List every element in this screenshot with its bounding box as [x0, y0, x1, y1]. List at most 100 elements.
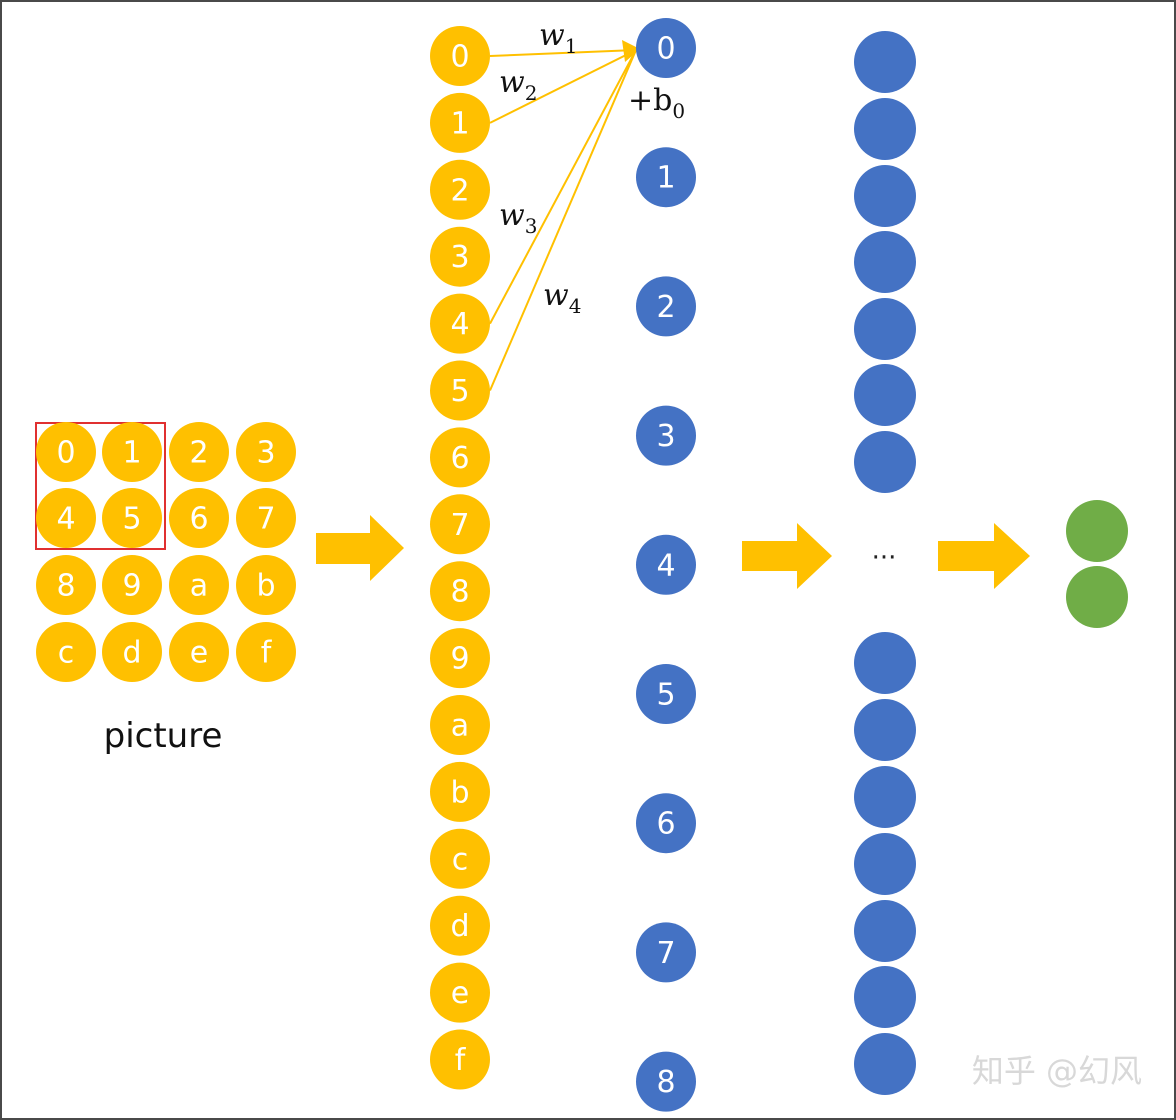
picture-pixel-circle — [236, 622, 296, 682]
input-node: c — [430, 828, 490, 889]
input-node: b — [430, 761, 490, 822]
input-node-circle — [430, 1029, 490, 1090]
input-node-circle — [430, 159, 490, 220]
hidden-node: 5 — [636, 664, 696, 724]
input-node: 7 — [430, 494, 490, 555]
weight-label-w3: w3 — [499, 198, 537, 238]
hidden-node-circle — [636, 405, 696, 466]
output-node — [1066, 500, 1128, 562]
input-node-circle — [430, 761, 490, 822]
picture-pixel-circle — [102, 622, 162, 682]
hidden-node-circle — [636, 793, 696, 854]
hidden-node-label: 1 — [656, 161, 675, 196]
weight-line — [489, 49, 637, 57]
picture-pixel-label: a — [190, 569, 208, 604]
picture-pixel-label: 7 — [256, 502, 275, 537]
hidden-node-label: 5 — [656, 678, 675, 713]
hidden-node-label: 0 — [656, 32, 675, 67]
input-node-label: 8 — [450, 575, 469, 610]
weight-line — [489, 49, 637, 325]
layer2-node — [854, 298, 916, 360]
hidden-node: 3 — [636, 405, 696, 466]
layer2-node — [854, 1033, 916, 1095]
ellipsis: ··· — [872, 543, 897, 573]
input-node-label: f — [455, 1043, 467, 1078]
input-node-circle — [430, 494, 490, 555]
picture-pixel-circle — [36, 622, 96, 682]
picture-pixel: 8 — [36, 555, 96, 615]
picture-pixel-circle — [36, 488, 96, 548]
picture-pixel-circle — [236, 422, 296, 482]
picture-pixel-label: f — [261, 636, 273, 671]
input-node: e — [430, 962, 490, 1023]
input-node-circle — [430, 26, 490, 86]
input-node: 8 — [430, 561, 490, 622]
picture-pixel-label: c — [58, 636, 75, 671]
hidden-node: 7 — [636, 922, 696, 983]
hidden-node: 2 — [636, 276, 696, 337]
layer2-node-circle — [854, 766, 916, 828]
input-node: 3 — [430, 226, 490, 287]
weight-connections — [489, 40, 640, 391]
hidden-node-circle — [636, 147, 696, 208]
picture-pixel: e — [169, 622, 229, 682]
picture-pixel-label: d — [122, 636, 141, 671]
layer2-node — [854, 98, 916, 160]
layer2-node-circle — [854, 231, 916, 293]
picture-pixel: d — [102, 622, 162, 682]
hidden-node-label: 2 — [656, 290, 675, 325]
input-node-label: 0 — [450, 40, 469, 75]
input-node-circle — [430, 628, 490, 689]
picture-pixel-label: 3 — [256, 436, 275, 471]
layer2-node-circle — [854, 165, 916, 227]
watermark: 知乎 @幻风 — [972, 1052, 1142, 1090]
picture-pixel-circle — [102, 555, 162, 615]
weight-line — [489, 49, 637, 124]
input-node-label: c — [452, 842, 469, 877]
input-node-label: e — [451, 976, 469, 1011]
picture-pixel: 5 — [102, 488, 162, 548]
hidden-node: 0 — [636, 18, 696, 78]
picture-pixel-label: 1 — [122, 436, 141, 471]
input-node-label: 5 — [450, 374, 469, 409]
picture-pixel-label: e — [190, 636, 208, 671]
input-node: 9 — [430, 628, 490, 689]
input-node: 0 — [430, 26, 490, 86]
flatten-arrow — [316, 515, 404, 581]
picture-pixel-label: 0 — [56, 436, 75, 471]
picture-pixel-circle — [36, 555, 96, 615]
input-node-circle — [430, 226, 490, 287]
hidden-node-circle — [636, 922, 696, 983]
output-layer — [1066, 500, 1128, 628]
connection-arrowhead — [622, 40, 640, 62]
weight-label-w2: w2 — [499, 65, 537, 105]
input-node: 1 — [430, 92, 490, 153]
input-node-label: 1 — [450, 106, 469, 141]
input-node-circle — [430, 427, 490, 488]
layer2-node — [854, 966, 916, 1028]
input-node-label: a — [451, 709, 469, 744]
layer2-node-circle — [854, 632, 916, 694]
input-node-label: 6 — [450, 441, 469, 476]
input-node-label: 3 — [450, 240, 469, 275]
layer2-node — [854, 699, 916, 761]
input-node-circle — [430, 92, 490, 153]
picture-pixel: 2 — [169, 422, 229, 482]
picture-pixel-circle — [236, 488, 296, 548]
layer2-node-circle — [854, 31, 916, 93]
input-node-label: 7 — [450, 508, 469, 543]
hidden-node: 6 — [636, 793, 696, 854]
layer2-node — [854, 632, 916, 694]
bias-label: +b0 — [628, 83, 685, 123]
output-node-circle — [1066, 566, 1128, 628]
weight-line — [489, 49, 637, 391]
layer-arrow-1 — [742, 523, 832, 589]
picture-pixel: a — [169, 555, 229, 615]
hidden-node-label: 3 — [656, 419, 675, 454]
weight-label-w1: w1 — [539, 18, 577, 58]
picture-pixel-circle — [102, 488, 162, 548]
input-node-circle — [430, 561, 490, 622]
hidden-node-circle — [636, 1051, 696, 1112]
